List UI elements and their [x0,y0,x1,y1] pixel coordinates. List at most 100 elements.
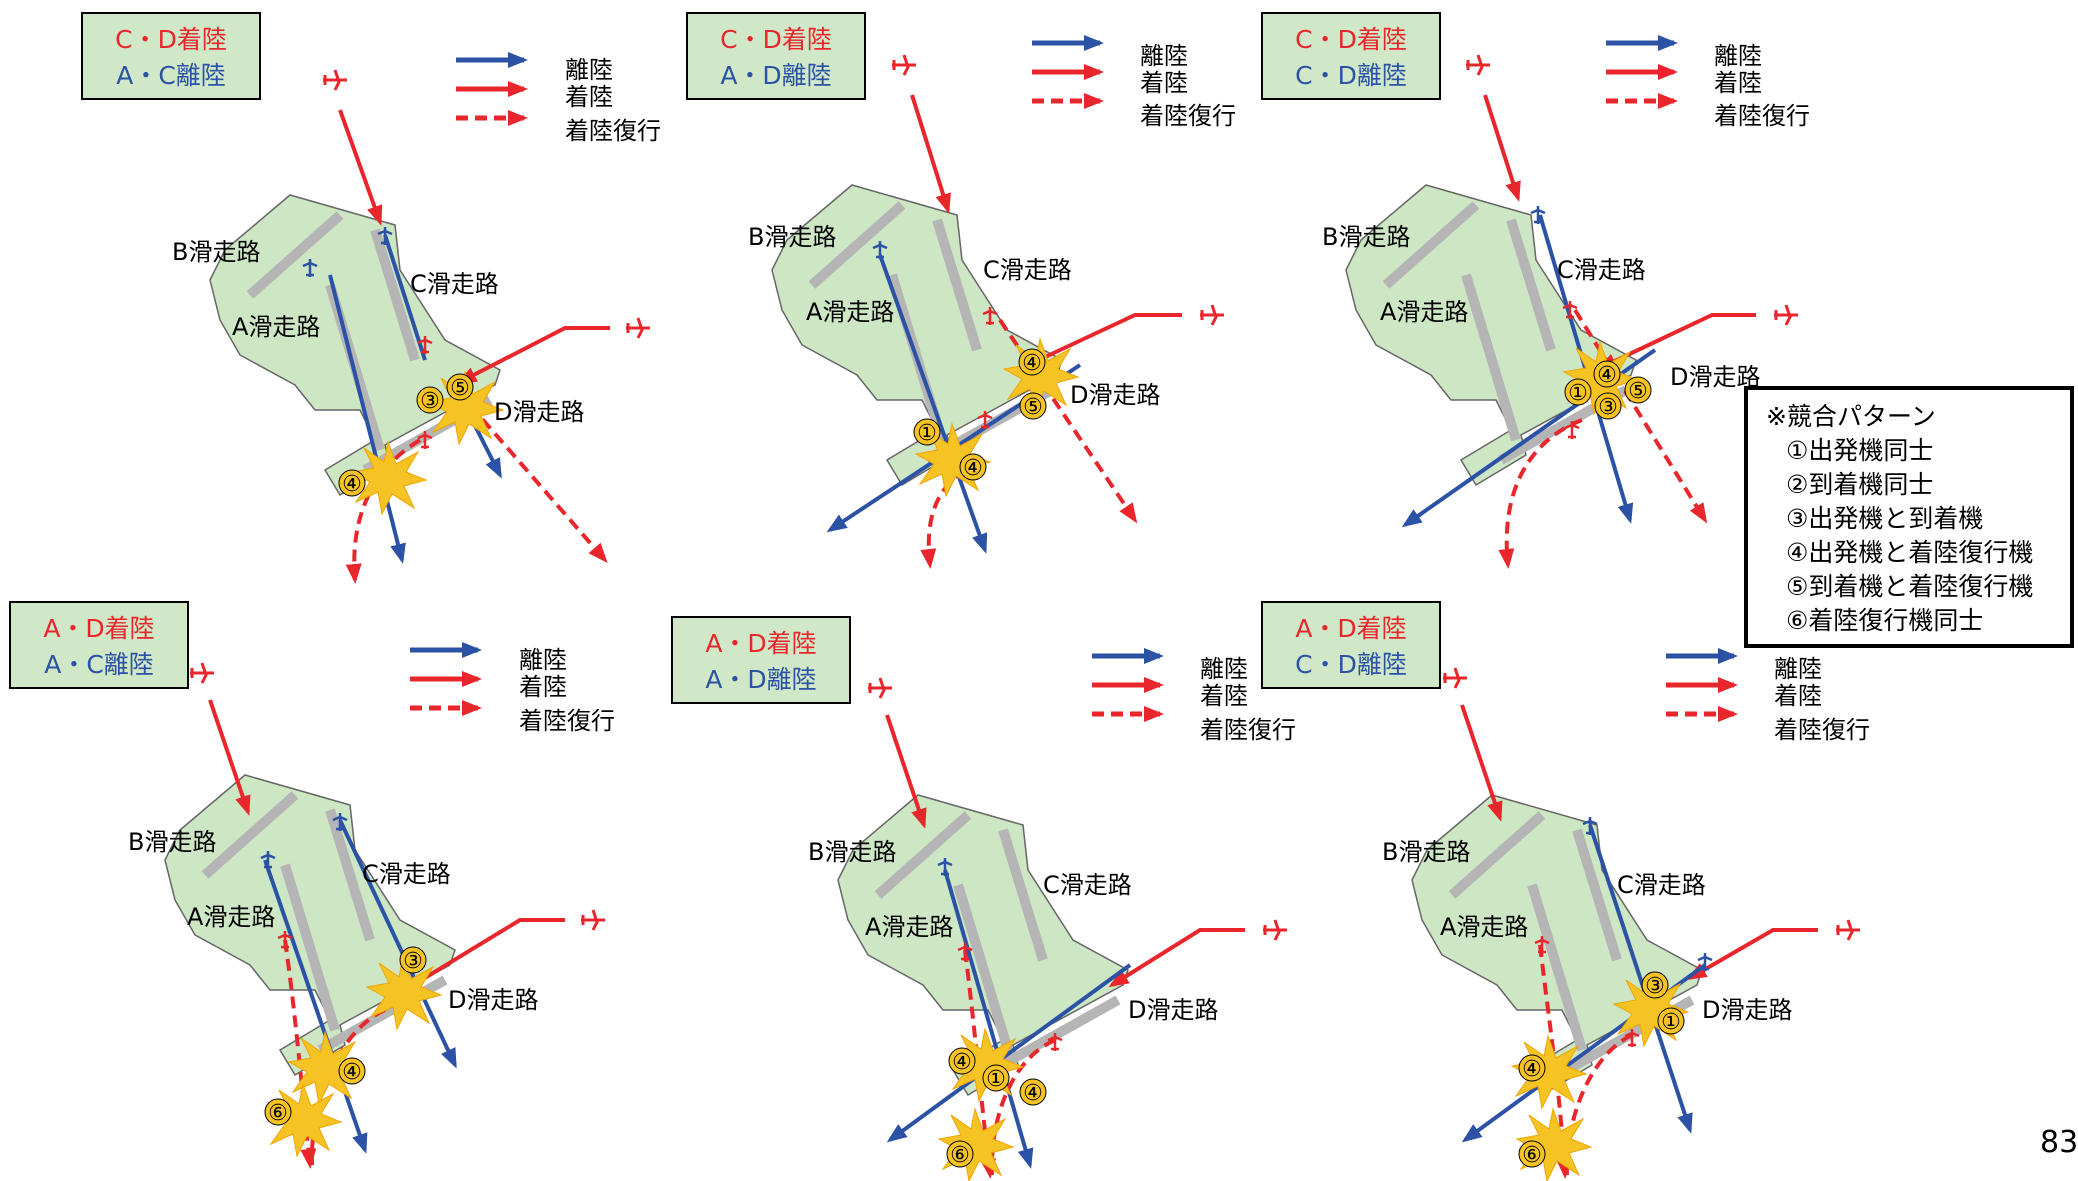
page-number: 83 [2040,1125,2078,1160]
panel-6-title-departure: C・D離陸 [1295,650,1407,679]
panel-5-marker-4b [1019,1078,1047,1106]
panel-5-marker-6 [946,1140,974,1168]
plane-icon [1464,53,1492,77]
panel-3-landing-d-path [1596,313,1756,370]
plane-icon [1441,666,1469,690]
panel-4: A・D着陸 A・C離陸 離陸 着陸 着陸復行 ③ ④ ⑥ B滑走路 C滑走路 A… [9,601,615,1169]
panel-3-landing-c-path [1483,94,1521,202]
panel-1-marker-3 [416,386,444,414]
plane-icon [1772,303,1800,327]
plane-icon [1834,918,1862,942]
panel-2-legend-go-around: 着陸復行 [1140,102,1236,130]
panel-6-marker-6 [1518,1140,1546,1168]
panel-3-marker-3 [1594,392,1622,420]
panel-5-legend-go-around: 着陸復行 [1200,716,1296,744]
panel-1-marker-5 [446,373,474,401]
panel-1-legend-takeoff: 離陸 [565,56,613,84]
panel-6-legend-takeoff: 離陸 [1774,655,1822,683]
panel-4-title-box [9,601,189,689]
panel-4-takeoff-c-path [338,819,457,1069]
panel-3-legend [1606,43,1674,101]
panel-2-label-b: B滑走路 [748,223,836,251]
panel-1-marker-4-label: ④ [342,472,362,497]
panel-2-go-around-a [920,468,967,569]
panel-2-legend-landing: 着陸 [1140,69,1188,97]
panel-3-label-b: B滑走路 [1322,223,1410,251]
panel-1-landing-d-path [456,326,610,384]
panel-5-marker-1 [982,1064,1010,1092]
panel-2-marker-4a-label: ④ [1022,351,1042,376]
panel-2-legend-takeoff: 離陸 [1140,42,1188,70]
plane-icon [188,661,216,685]
panel-5: A・D着陸 A・D離陸 離陸 着陸 着陸復行 ④ ① ④ ⑥ B滑走路 C滑走路… [671,616,1296,1181]
panel-2-label-a: A滑走路 [806,298,894,326]
panel-5-title-landing: A・D着陸 [705,629,816,658]
panel-6-marker-1-label: ① [1661,1010,1681,1035]
panel-5-marker-4a-label: ④ [952,1050,972,1075]
plane-icon [624,316,652,340]
panel-1-legend [456,60,524,118]
panel-3-label-c: C滑走路 [1557,256,1646,284]
panel-6-marker-6-label: ⑥ [1522,1143,1542,1168]
plane-icon [1198,303,1226,327]
panel-6-landing-d-path [1686,928,1818,981]
plane-icon [579,908,607,932]
panel-3-legend-go-around: 着陸復行 [1714,102,1810,130]
pattern-item-2: ②到着機同士 [1786,470,1933,499]
panel-3-marker-4 [1593,360,1621,388]
panel-3-legend-takeoff: 離陸 [1714,42,1762,70]
plane-icon [1261,918,1289,942]
panel-4-legend-landing: 着陸 [519,673,567,701]
panel-5-title-box [671,616,851,704]
panel-4-landing-d-path [401,918,565,993]
panel-3-marker-1-label: ① [1568,381,1588,406]
pattern-item-4: ④出発機と着陸復行機 [1786,538,2033,567]
panel-4-marker-3 [399,946,427,974]
panel-5-label-b: B滑走路 [808,838,896,866]
panel-2-landing-d-path [1024,313,1182,367]
panel-3-title-landing: C・D着陸 [1295,25,1407,54]
panel-6-legend-go-around: 着陸復行 [1774,716,1870,744]
panel-5-legend [1092,656,1160,714]
panel-4-marker-3-label: ③ [403,949,423,974]
panel-1-title-box [81,12,261,100]
pattern-item-5: ⑤到着機と着陸復行機 [1786,572,2033,601]
panel-6-legend-landing: 着陸 [1774,682,1822,710]
panel-4-marker-4 [338,1057,366,1085]
panel-1-title-departure: A・C離陸 [116,61,226,90]
panel-4-legend-go-around: 着陸復行 [519,707,615,735]
panel-6-label-c: C滑走路 [1617,871,1706,899]
panel-3-title-box [1261,12,1441,100]
panel-4-label-b: B滑走路 [128,828,216,856]
panel-2-marker-1-label: ① [917,421,937,446]
panel-4-takeoff-a-path [263,859,368,1154]
panel-1-marker-5-label: ⑤ [450,376,470,401]
panel-1-label-d: D滑走路 [494,398,584,426]
plane-icon [890,53,918,77]
panel-1-go-around-a [345,438,422,584]
panel-6: A・D着陸 C・D離陸 離陸 着陸 着陸復行 ③ ① ④ ⑥ B滑走路 C滑走路… [1261,601,1870,1181]
panel-6-marker-4-label: ④ [1522,1057,1542,1082]
panel-5-label-d: D滑走路 [1128,996,1218,1024]
panel-2-title-departure: A・D離陸 [720,61,831,90]
panel-4-label-d: D滑走路 [448,986,538,1014]
panel-1-title-landing: C・D着陸 [115,25,227,54]
panel-4-landing-b-path [208,699,251,816]
panel-1-label-a: A滑走路 [232,313,320,341]
panel-1-takeoff-a-path [328,274,406,564]
panel-6-marker-3 [1641,971,1669,999]
panel-3-go-around-d [1498,418,1583,569]
panel-4-title-landing: A・D着陸 [43,614,154,643]
panel-1-landing-c-path [338,109,383,226]
panel-4-marker-6-label: ⑥ [268,1101,288,1126]
panel-5-marker-1-label: ① [986,1067,1006,1092]
panel-2-legend [1032,43,1100,101]
panel-3-marker-1 [1564,378,1592,406]
panel-5-takeoff-d-path [886,963,1132,1143]
panel-4-marker-4-label: ④ [342,1060,362,1085]
panel-3-marker-3-label: ③ [1598,395,1618,420]
panel-2-marker-4b [959,453,987,481]
panel-1-legend-landing: 着陸 [565,83,613,111]
panel-5-landing-d-path [1108,928,1245,988]
